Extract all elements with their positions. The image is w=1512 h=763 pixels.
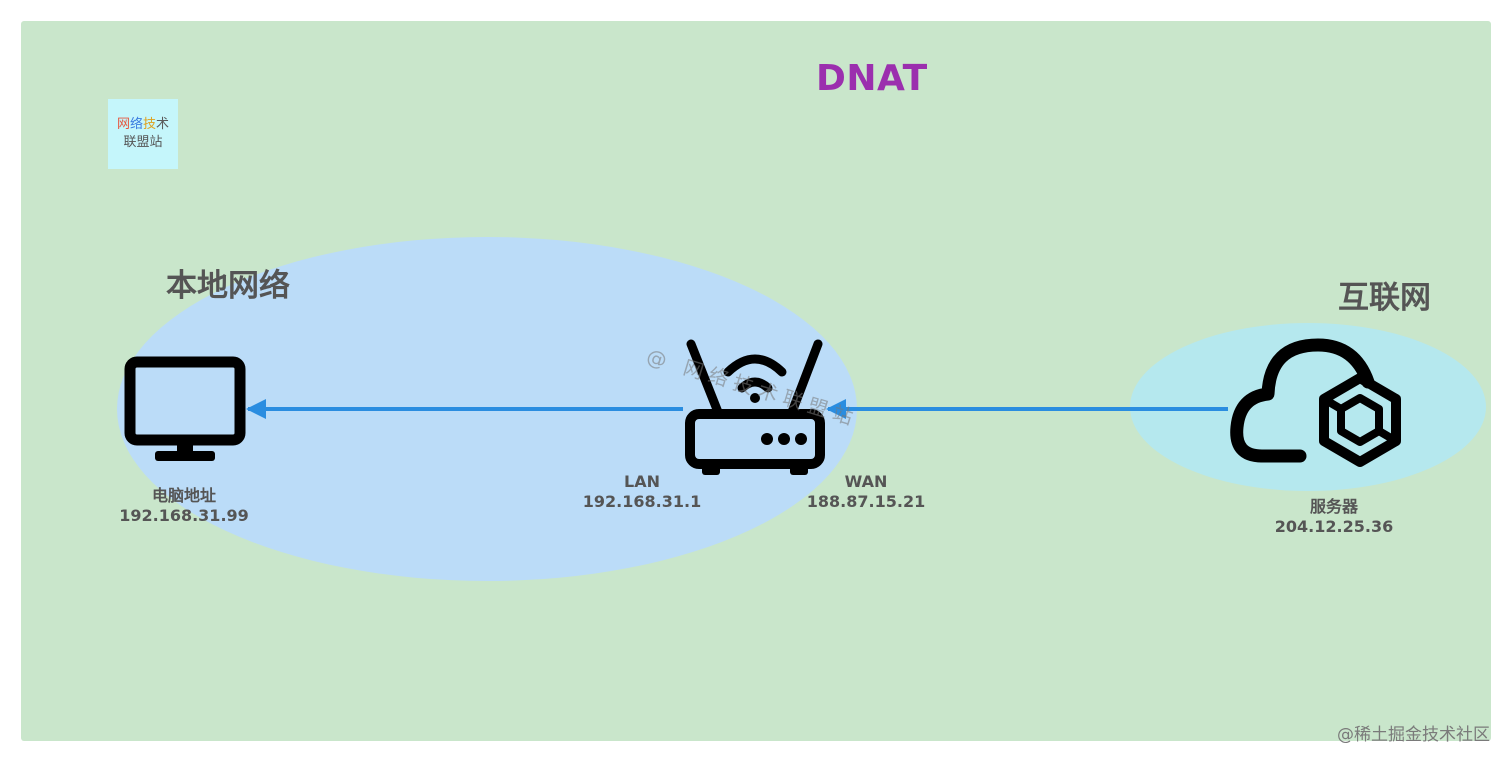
footer-credit: @稀土掘金技术社区 (1337, 725, 1490, 745)
brand-logo: 网络技术 联盟站 (108, 99, 178, 169)
server-ip: 204.12.25.36 (1274, 517, 1394, 536)
internet-zone (1130, 323, 1486, 491)
monitor-icon (124, 356, 246, 461)
router-wan-label: WAN 188.87.15.21 (796, 472, 936, 512)
diagram-title: DNAT (816, 58, 928, 99)
logo-line-2: 联盟站 (123, 135, 163, 150)
local-network-label: 本地网络 (166, 268, 290, 304)
server-name: 服务器 (1309, 497, 1358, 516)
router-lan-label: LAN 192.168.31.1 (572, 472, 712, 512)
server-label: 服务器 204.12.25.36 (1264, 497, 1404, 537)
pc-label: 电脑地址 192.168.31.99 (104, 486, 264, 526)
internet-label: 互联网 (1338, 280, 1431, 316)
lan-ip: 192.168.31.1 (582, 492, 702, 511)
router-icon (685, 339, 825, 475)
wan-label: WAN (844, 472, 888, 491)
logo-line-1: 网络技术 (116, 117, 170, 132)
pc-name: 电脑地址 (151, 486, 216, 505)
wan-ip: 188.87.15.21 (806, 492, 926, 511)
cloud-server-icon (1230, 338, 1401, 467)
pc-ip: 192.168.31.99 (119, 506, 249, 525)
lan-label: LAN (624, 472, 660, 491)
